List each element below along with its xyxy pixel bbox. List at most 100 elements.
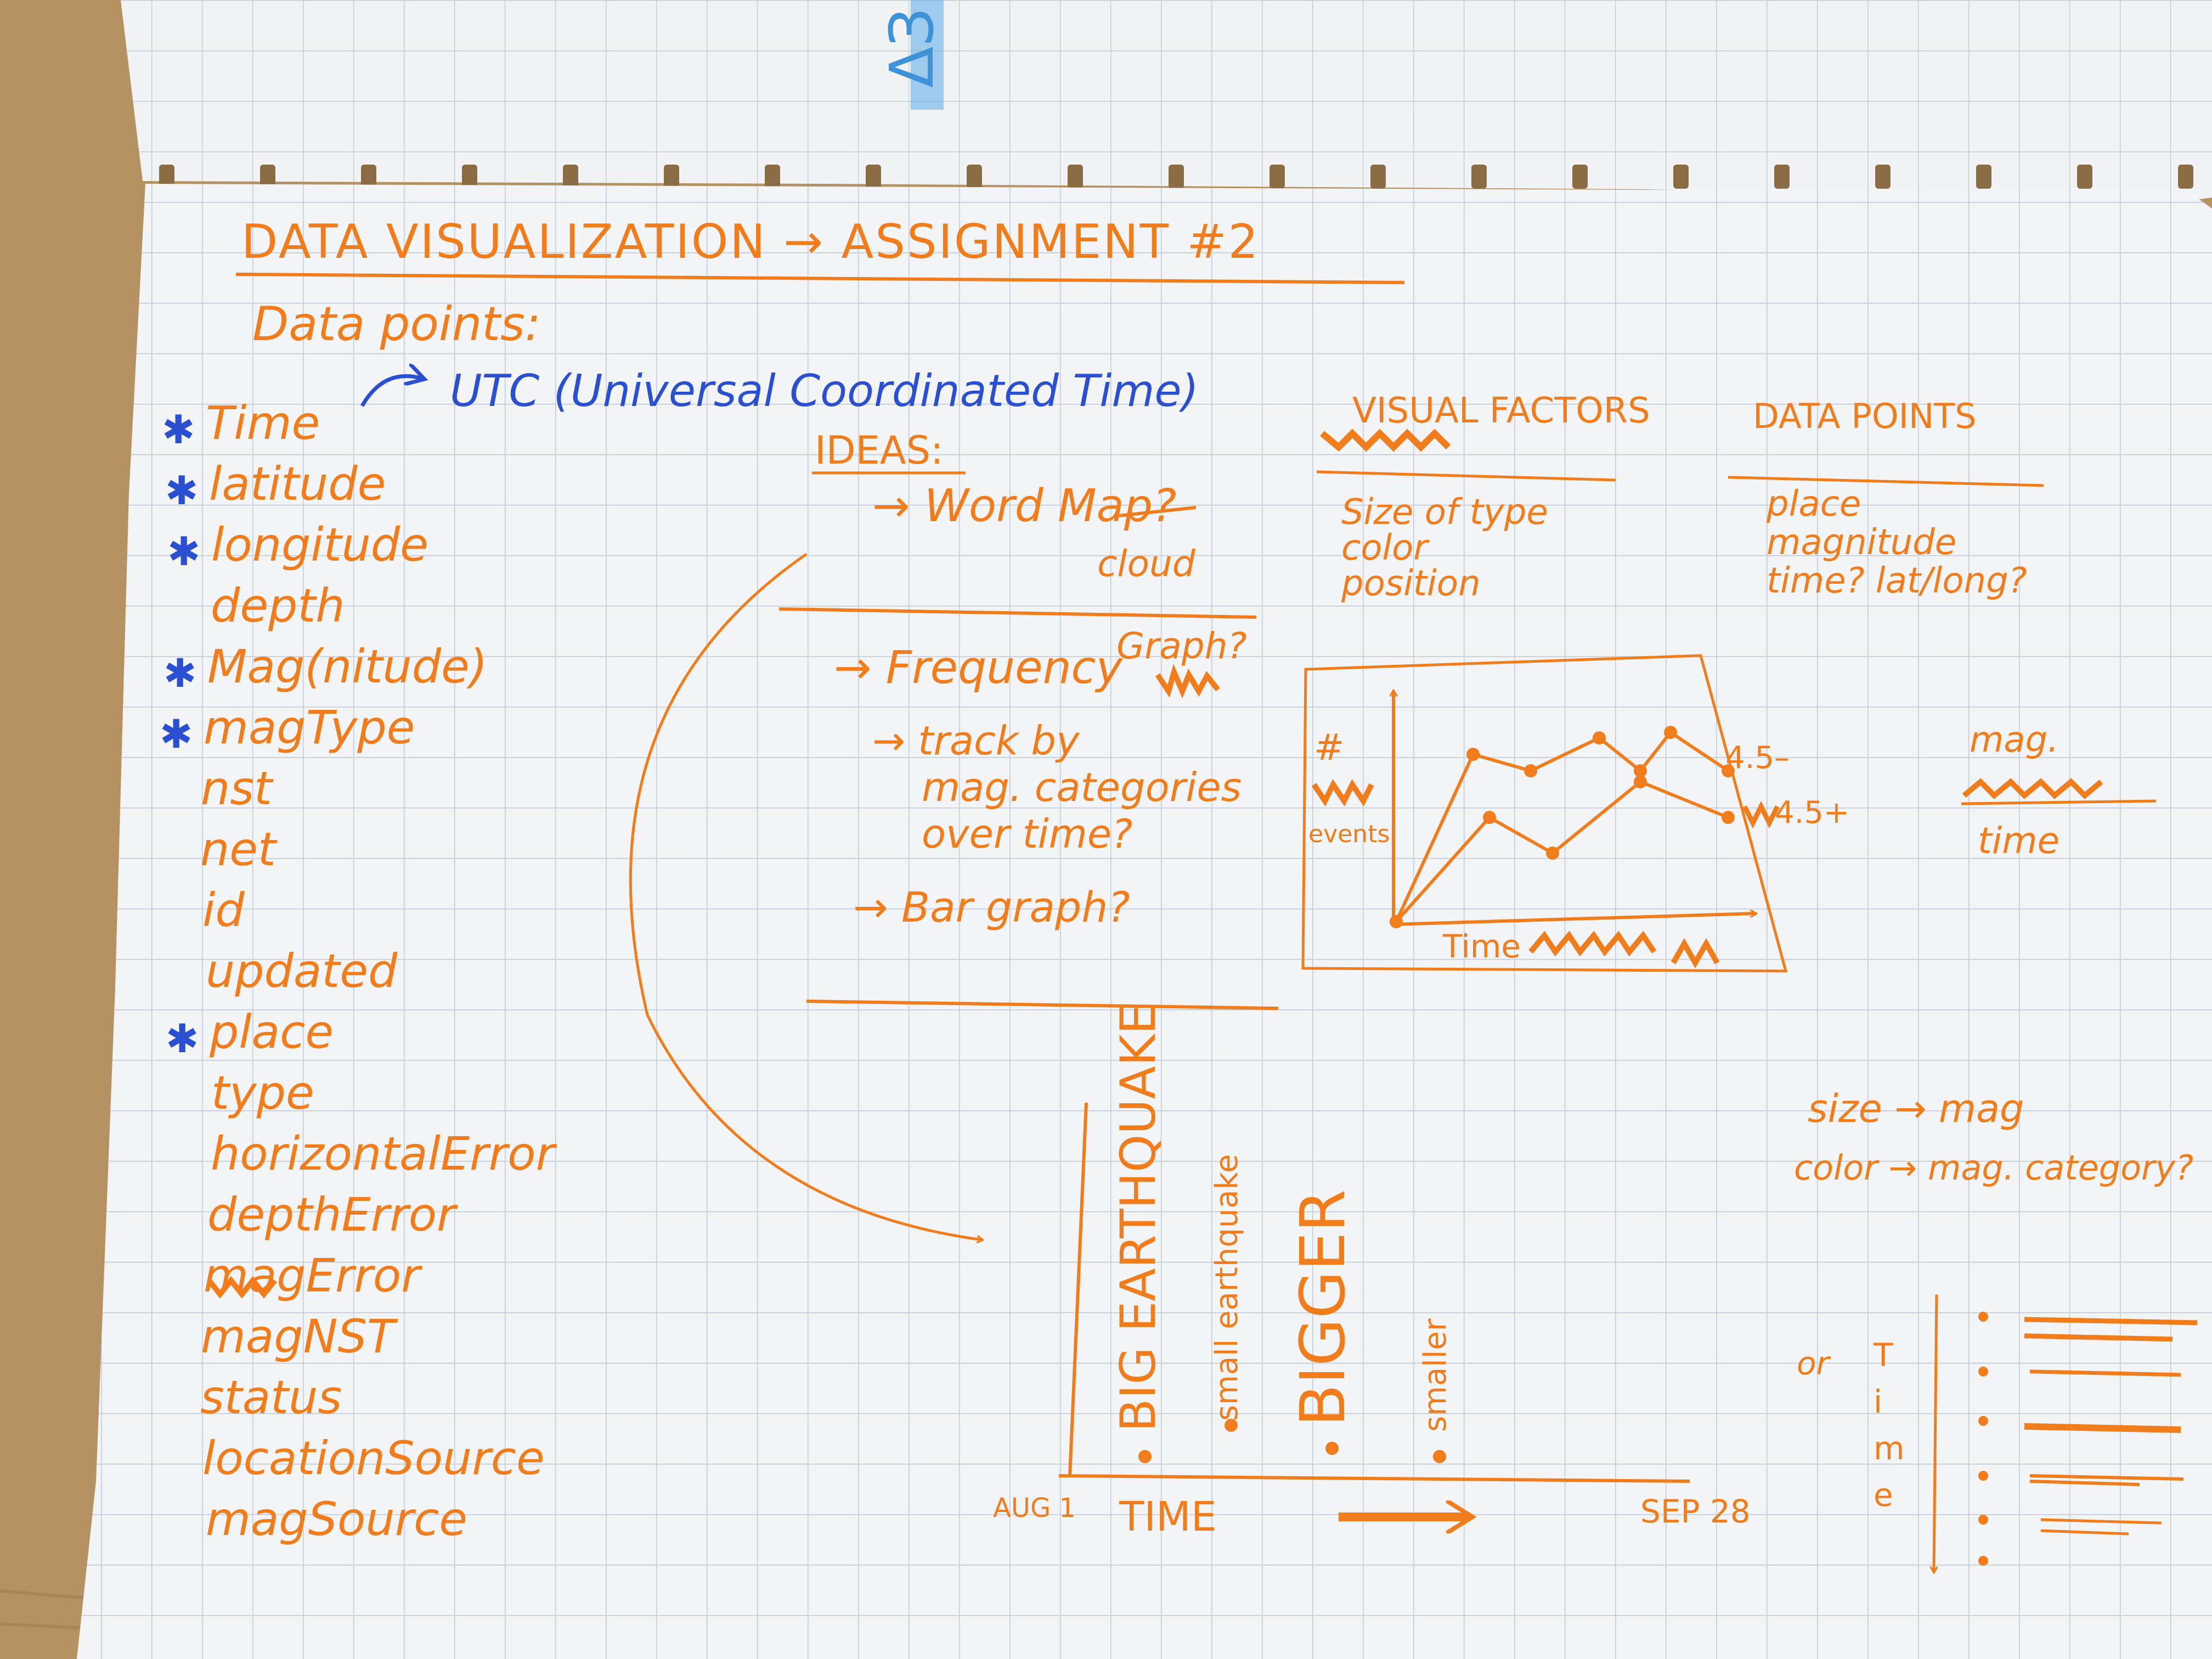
field-item: depthError [207, 1188, 458, 1242]
alt-row-bar [2040, 1518, 2162, 1525]
line-graph-sketch: # events Time 4.5– 4.5+ mag. time [1301, 654, 2157, 973]
field-item: status [200, 1370, 342, 1424]
field-item: updated [206, 944, 398, 998]
timeline-start: AUG 1 [993, 1493, 1076, 1523]
series-point [1722, 764, 1735, 777]
binding-hole [1471, 165, 1487, 189]
series-point [1722, 811, 1735, 824]
field-list: ✱Time✱latitude✱longitudedepth✱Mag(nitude… [160, 396, 557, 1546]
alt-row-dot [1978, 1367, 1988, 1376]
field-item: magError [204, 1249, 422, 1302]
idea-bar-graph: → Bar graph? [853, 883, 1130, 932]
visual-factor-item: position [1341, 563, 1481, 604]
fields-heading: Data points: [252, 297, 541, 352]
idea-frequency: → Frequency [834, 642, 1124, 694]
binding-hole [361, 165, 376, 189]
alt-time-letter: T [1873, 1336, 1893, 1374]
field-item: horizontalError [211, 1127, 557, 1181]
alt-row-dot [1978, 1556, 1988, 1566]
binding-hole [563, 165, 578, 189]
page-title: DATA VISUALIZATION → ASSIGNMENT #2 [241, 215, 1260, 269]
alt-time-letters: Time [1873, 1336, 1905, 1514]
alt-row-dot [1978, 1515, 1988, 1525]
visual-factors-heading: VISUAL FACTORS [1352, 391, 1650, 431]
binding-hole [1774, 165, 1790, 189]
timeline-event-dot [1224, 1419, 1238, 1432]
sketch-y-scribble [1311, 779, 1374, 806]
alt-time-sketch: or Time [1797, 1294, 2198, 1572]
track-line: over time? [922, 811, 1132, 857]
timeline-event-label: smaller [1418, 1318, 1453, 1432]
visual-factor-item: Size of type [1341, 492, 1548, 533]
series-label-upper: 4.5– [1725, 740, 1790, 776]
sketch-y-label-top: # [1314, 726, 1344, 769]
field-item: depth [211, 579, 345, 633]
heading-scribble [1320, 428, 1451, 452]
ideas-heading: IDEAS: [815, 428, 944, 473]
sketch-x-scribble-2 [1671, 938, 1720, 969]
utc-note: UTC (Universal Coordinated Time) [450, 365, 1199, 416]
alt-row-bar [2024, 1423, 2181, 1433]
binding-hole [2077, 165, 2092, 189]
alt-row-bar [2029, 1369, 2181, 1377]
field-star-icon: ✱ [162, 407, 195, 453]
timeline-x-axis [1058, 1474, 1690, 1483]
top-page-blue-mark [911, 0, 944, 110]
data-points-underline [1728, 476, 2044, 487]
timeline-y-axis [1068, 1102, 1088, 1476]
sketch-x-axis [1393, 913, 1756, 926]
field-star-icon: ✱ [167, 528, 200, 574]
alt-row-bar [2040, 1529, 2129, 1536]
alt-row-dot [1978, 1416, 1988, 1426]
binding-hole [765, 165, 780, 189]
ideas-section: IDEAS: → Word Map? cloud → Frequency Gra… [629, 428, 1279, 1240]
idea-graph: Graph? [1116, 625, 1246, 667]
series-label-scribble [1742, 800, 1780, 829]
alt-time-letter: e [1874, 1476, 1893, 1514]
alt-row-bar [2029, 1480, 2140, 1486]
alt-row-bar [2024, 1333, 2173, 1342]
binding-hole [1068, 165, 1083, 189]
field-star-icon: ✱ [163, 650, 196, 696]
field-item: Mag(nitude) [207, 640, 488, 693]
binding-hole [2178, 165, 2193, 189]
binding-hole [664, 165, 679, 189]
series-point [1634, 764, 1647, 777]
binding-hole [1572, 165, 1588, 189]
timeline-event-label: BIGGER [1288, 1189, 1359, 1426]
field-scribble [207, 1276, 277, 1299]
side-note-strike [1961, 799, 2157, 805]
binding-hole [1169, 165, 1184, 189]
field-item: magSource [206, 1492, 467, 1546]
field-item: magType [204, 701, 415, 754]
series-point [1593, 731, 1606, 744]
ideas-divider-2 [806, 1000, 1279, 1010]
alt-row-bar [2029, 1474, 2184, 1481]
timeline-event-dot [1433, 1450, 1446, 1463]
sketch-frame [1301, 654, 1788, 973]
field-item: place [209, 1005, 334, 1059]
fields-section: Data points: UTC (Universal Coordinated … [160, 297, 1199, 1546]
binding-hole [462, 165, 477, 189]
page-title-group: DATA VISUALIZATION → ASSIGNMENT #2 [235, 215, 1405, 284]
alt-row-dot [1978, 1471, 1988, 1481]
series-point [1466, 748, 1480, 761]
idea-word-map: → Word Map? [872, 480, 1176, 532]
field-star-icon: ✱ [160, 711, 193, 757]
series-point [1483, 811, 1496, 824]
field-item: latitude [209, 457, 386, 511]
binding-hole [866, 165, 881, 189]
series-point [1524, 764, 1537, 777]
visual-factors-underline [1316, 470, 1616, 482]
alt-time-letter: i [1874, 1383, 1882, 1420]
graph-scribble [1155, 664, 1220, 699]
binding-hole [967, 165, 982, 189]
field-item: locationSource [202, 1431, 545, 1485]
timeline-event-dot [1138, 1450, 1152, 1463]
binding-hole [1976, 165, 1991, 189]
